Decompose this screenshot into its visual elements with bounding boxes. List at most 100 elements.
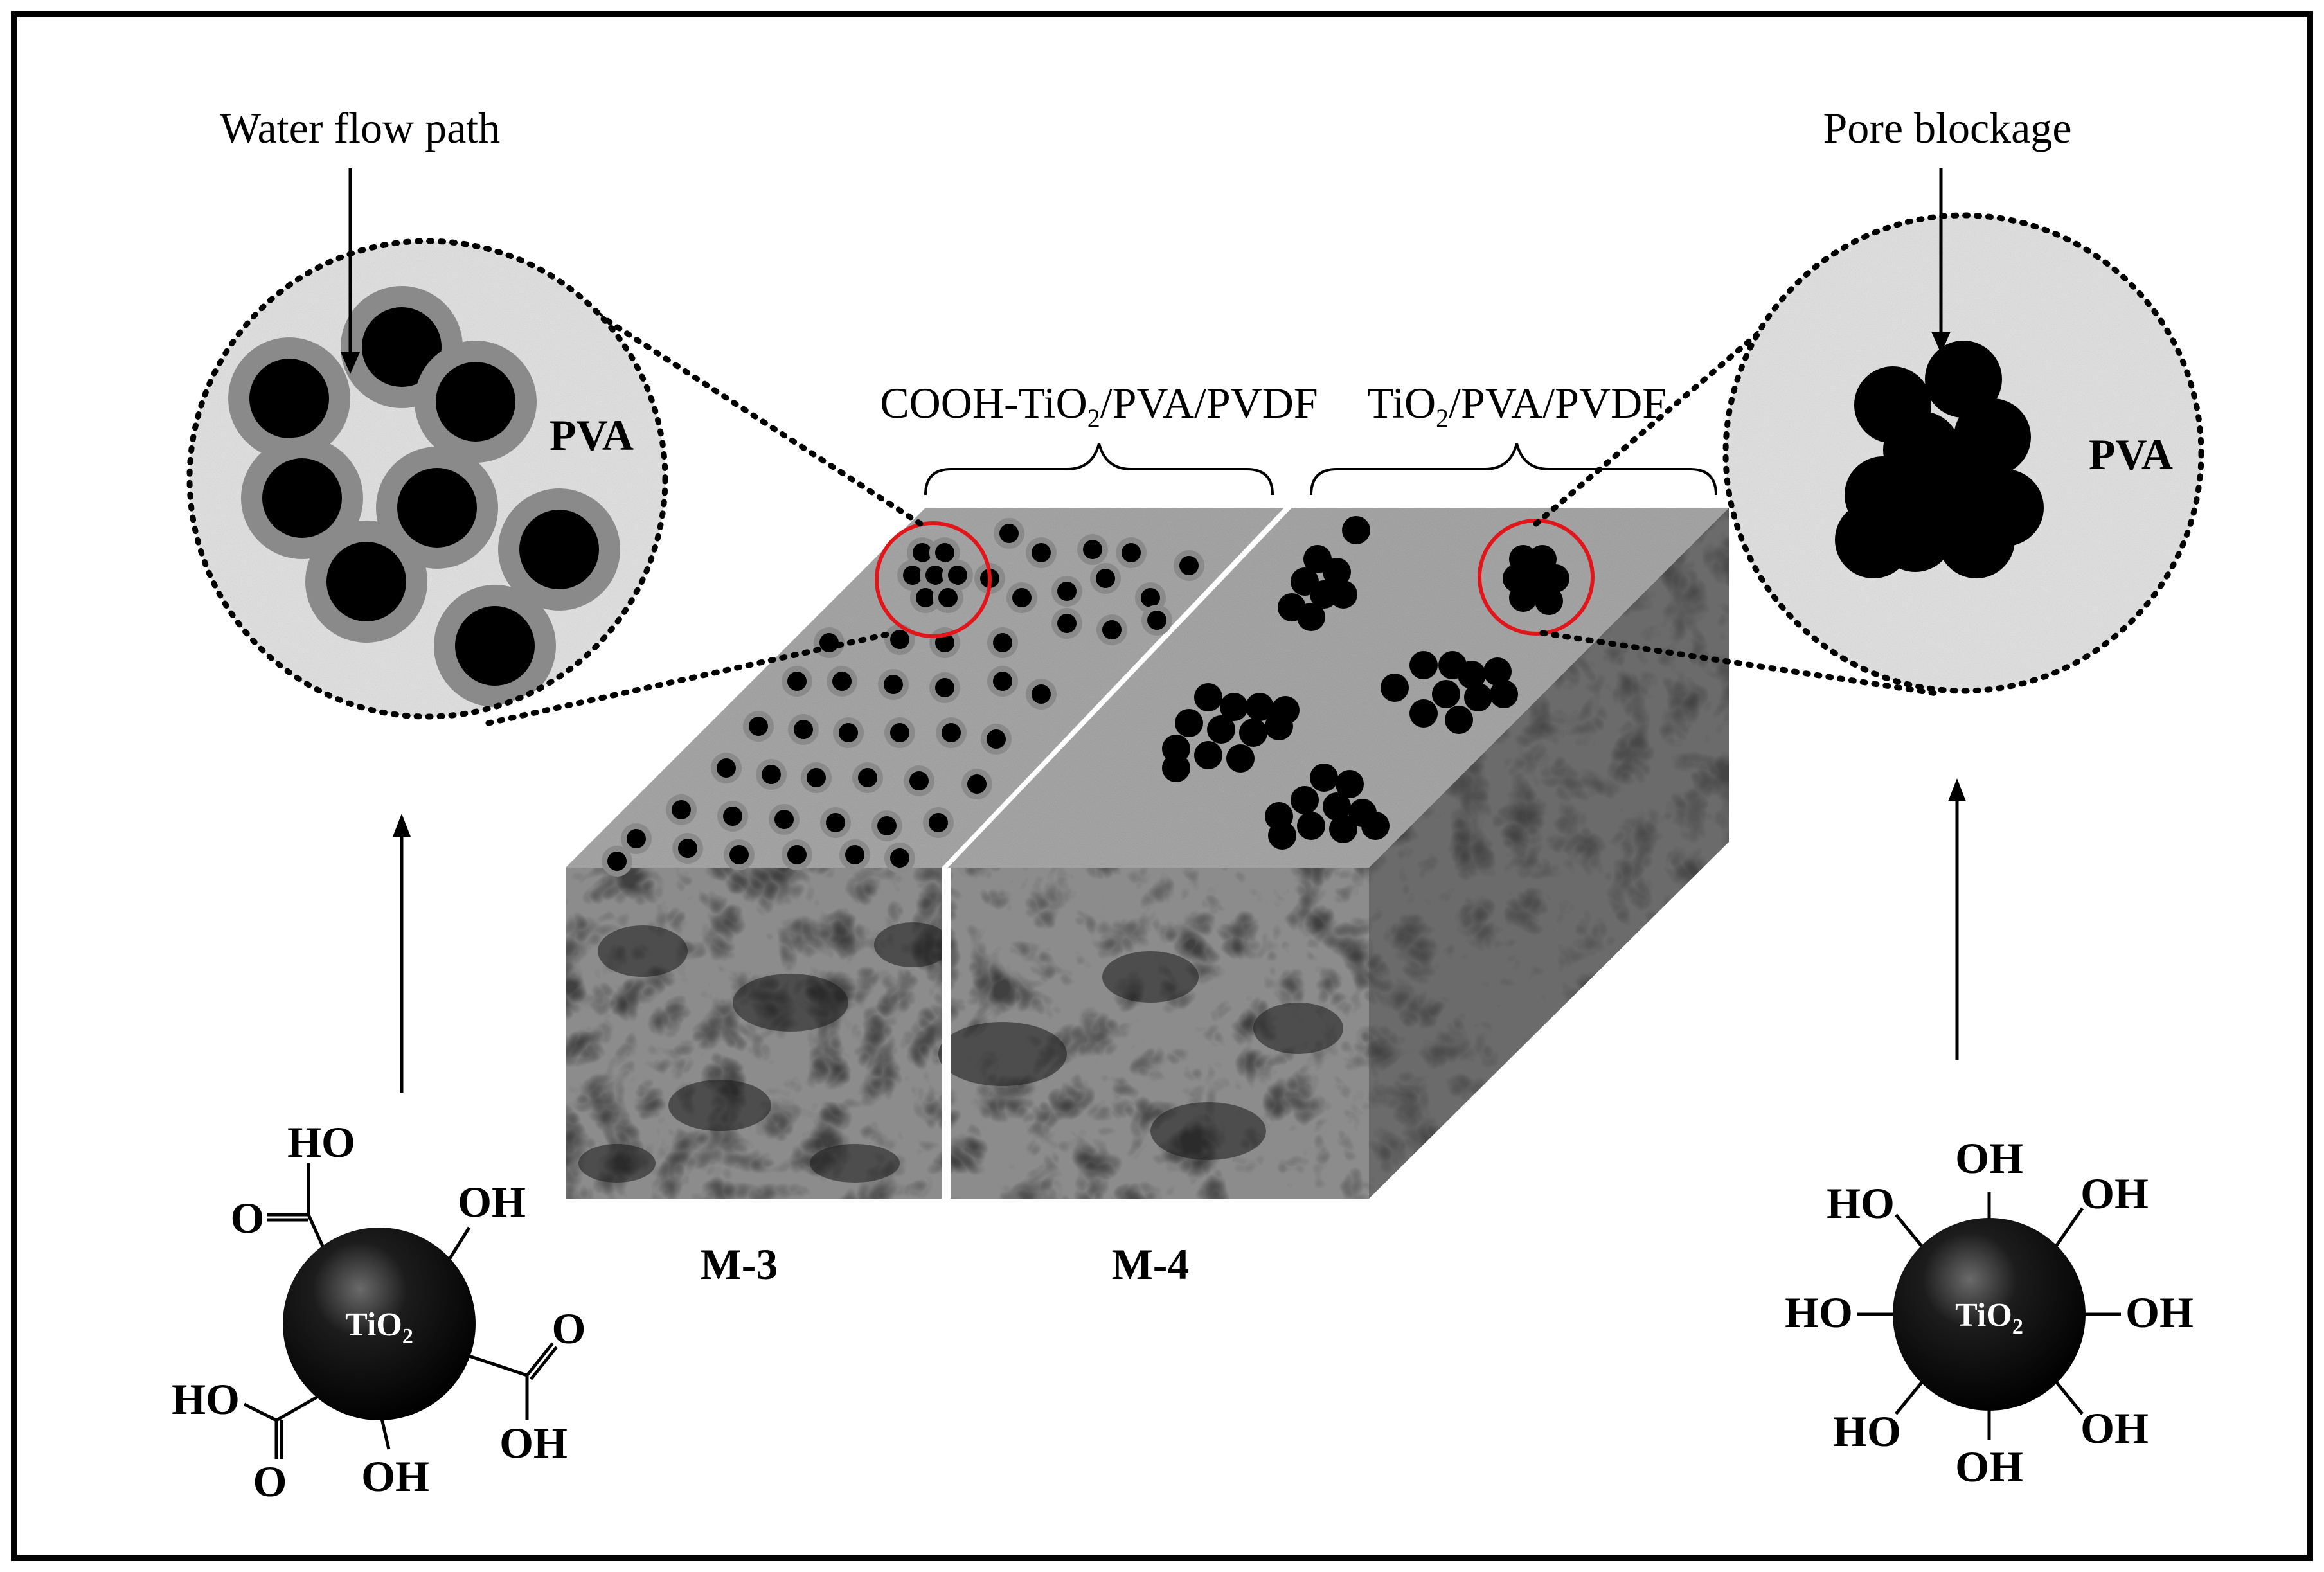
aggregated-particle	[1175, 709, 1203, 737]
tio2-sphere-right	[1893, 1218, 2086, 1411]
pore	[903, 566, 922, 585]
group-ho-top-left: HO	[1827, 1179, 1895, 1228]
aggregated-particle	[1329, 580, 1357, 609]
group-ho-mid-left: HO	[1785, 1288, 1853, 1337]
tio2-core-label-right: TiO2	[1955, 1297, 2023, 1339]
group-oh-top: OH	[1955, 1134, 2023, 1183]
zoom-circle-left: PVA	[186, 238, 668, 720]
tio2-particle	[326, 542, 406, 621]
aggregated-particle	[1162, 754, 1190, 782]
pore-blockage-label: Pore blockage	[1823, 103, 2071, 152]
right-up-arrowhead	[1948, 778, 1966, 801]
aggregated-particle	[1432, 680, 1460, 708]
pore	[717, 758, 736, 778]
aggregated-particle	[1464, 683, 1492, 711]
pore	[839, 723, 858, 742]
pore	[942, 723, 961, 742]
pore	[987, 729, 1006, 749]
aggregated-particle	[1381, 674, 1409, 702]
pore	[672, 800, 691, 819]
aggregated-particle	[1297, 812, 1325, 840]
cooh-tio2-particle: TiO2 HO O OH O OH HO O OH	[172, 1118, 585, 1506]
aggregated-particle	[1438, 651, 1467, 679]
pore	[1032, 684, 1051, 704]
aggregated-particle	[1239, 719, 1267, 747]
pore	[845, 845, 864, 864]
group-oh-right: OH	[499, 1418, 568, 1467]
group-ho-left: HO	[172, 1375, 240, 1424]
agglomerated-particle	[1835, 501, 1912, 578]
pore	[807, 768, 826, 787]
pore	[1032, 543, 1051, 562]
pore	[1083, 540, 1102, 559]
pore	[967, 774, 987, 794]
group-o-right: O	[552, 1304, 586, 1353]
pore	[787, 672, 807, 691]
tio2-sphere-left	[283, 1228, 476, 1420]
aggregated-particle	[1297, 603, 1325, 631]
group-oh-bottom: OH	[361, 1452, 429, 1501]
group-oh-bottom: OH	[1955, 1442, 2023, 1491]
pore	[1096, 569, 1115, 588]
highlight-ring-m3	[875, 521, 992, 638]
aggregated-particle	[1323, 558, 1351, 586]
pore	[890, 848, 909, 868]
left-up-arrowhead	[393, 814, 411, 837]
group-ho-bottom-left: HO	[1833, 1407, 1901, 1456]
pore	[935, 633, 954, 652]
aggregated-particle	[1329, 815, 1357, 843]
agglomerated-particle	[1925, 341, 2002, 418]
water-flow-path-label: Water flow path	[220, 103, 500, 152]
group-ho-top: HO	[287, 1118, 355, 1166]
tio2-particle	[262, 458, 342, 538]
aggregated-particle	[1541, 564, 1569, 593]
pore	[1141, 588, 1160, 607]
pva-label-right: PVA	[2089, 430, 2173, 479]
group-oh-mid-right: OH	[2125, 1288, 2194, 1337]
pore	[1122, 543, 1141, 562]
pore	[794, 720, 813, 739]
tio2-particle	[249, 359, 329, 438]
aggregated-particle	[1342, 516, 1370, 544]
aggregated-particle	[1361, 812, 1390, 840]
pore	[925, 566, 945, 585]
pore	[1057, 582, 1077, 601]
pore	[884, 675, 903, 694]
zoom-circle-right: PVA	[1722, 212, 2204, 694]
pore	[1012, 588, 1032, 607]
pore	[999, 524, 1019, 543]
pore	[774, 810, 794, 829]
group-o-left: O	[231, 1193, 265, 1242]
figure-frame	[11, 11, 2313, 1561]
aggregated-particle	[1265, 712, 1293, 740]
pore	[787, 845, 807, 864]
m3-dispersed-pores	[602, 518, 1204, 877]
membrane-divider	[942, 508, 1292, 868]
pore	[729, 845, 749, 864]
oh-bonds	[1857, 1192, 2121, 1440]
pore	[938, 588, 958, 607]
membrane-block	[566, 508, 1729, 1199]
pore	[627, 829, 646, 848]
pore	[877, 816, 897, 835]
pore	[749, 717, 768, 736]
tio2-particle	[455, 606, 535, 686]
tio2-particle	[519, 510, 599, 589]
aggregated-particle	[1323, 792, 1351, 821]
pore	[993, 672, 1012, 691]
aggregated-particle	[1268, 821, 1296, 850]
tio2-particle	[397, 468, 477, 548]
pore	[993, 633, 1012, 652]
pore	[935, 678, 954, 697]
agglomerated-particle	[1938, 501, 2015, 578]
membrane-name-m4: M-4	[1112, 1240, 1190, 1289]
aggregated-particle	[1535, 587, 1563, 615]
tio2-particle	[362, 307, 442, 387]
group-o-bottom: O	[253, 1457, 287, 1506]
aggregated-particle	[1409, 651, 1438, 679]
pore	[948, 566, 967, 585]
pore	[916, 588, 935, 607]
pore	[890, 723, 909, 742]
aggregated-particle	[1220, 693, 1248, 721]
aggregated-particle	[1194, 741, 1222, 769]
